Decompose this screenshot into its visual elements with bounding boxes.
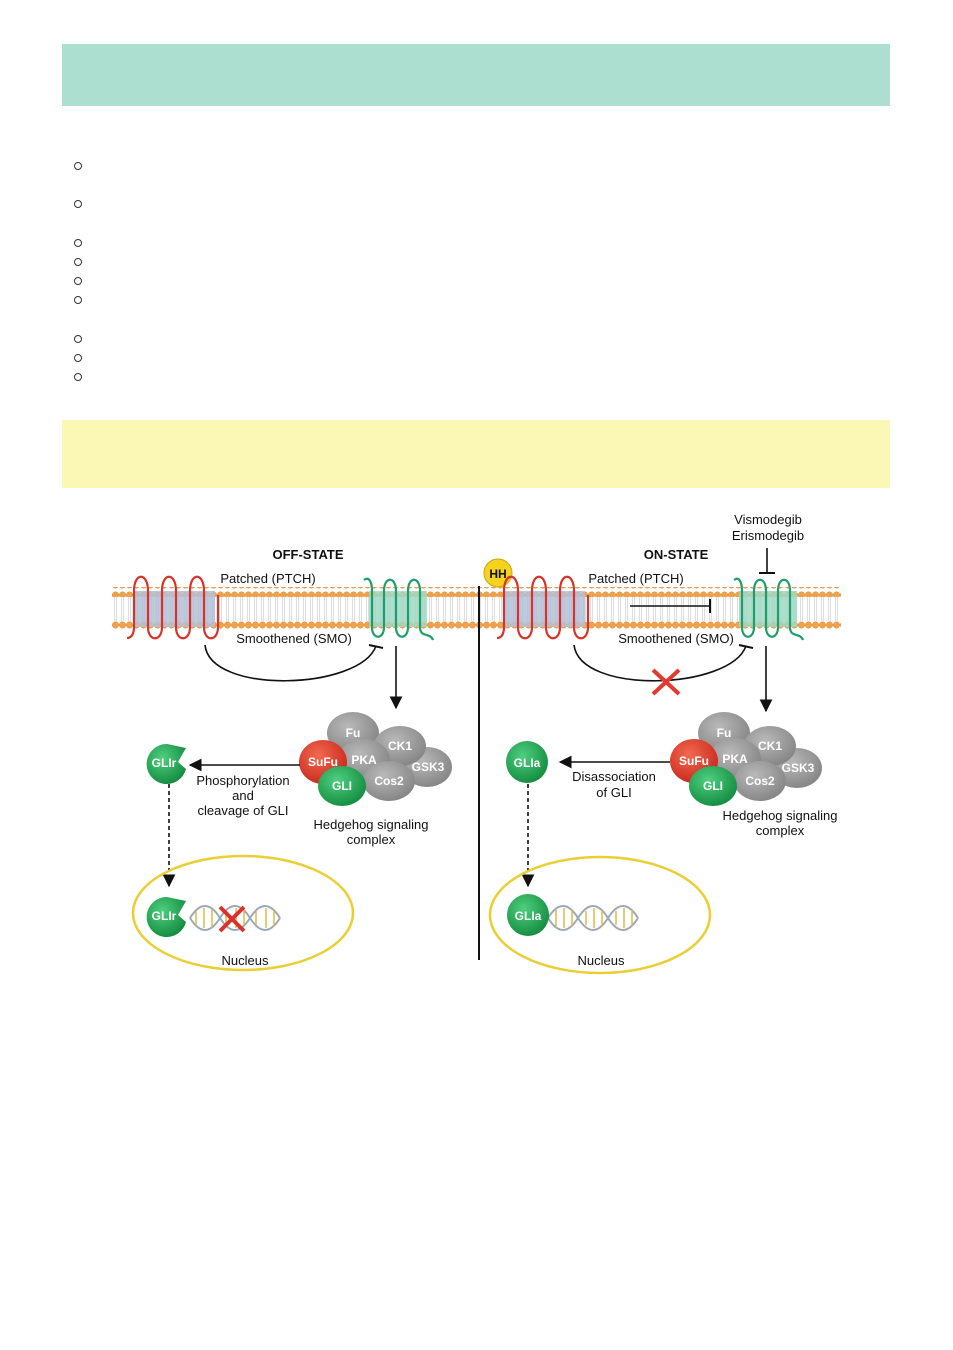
cos2-text-right: Cos2	[745, 774, 775, 788]
bullet-marker	[74, 354, 82, 362]
smo-receptor-left	[363, 577, 435, 641]
fu-text-right: Fu	[717, 726, 732, 740]
bullet-marker	[74, 335, 82, 343]
bullet-marker	[74, 200, 82, 208]
nucleus-label-left: Nucleus	[222, 953, 269, 968]
glia-text: GLIa	[514, 756, 541, 770]
hh-complex-left: Fu CK1 PKA GSK3 Cos2 SuFu GLI	[299, 712, 452, 806]
bullet-marker	[74, 239, 82, 247]
gsk3-text-left: GSK3	[412, 760, 445, 774]
off-state-title: OFF-STATE	[272, 547, 343, 562]
sufu-text-right: SuFu	[679, 754, 709, 768]
drug-vismodegib: Vismodegib	[734, 512, 802, 527]
pka-text-left: PKA	[351, 753, 377, 767]
bullet-marker	[74, 373, 82, 381]
cos2-text-left: Cos2	[374, 774, 404, 788]
glir-protein-nucleus	[146, 896, 186, 937]
inhibition-arc-left	[204, 644, 377, 682]
cleavage-label-1: Phosphorylation	[196, 773, 289, 788]
cell-membrane	[112, 587, 841, 631]
nucleus-label-right: Nucleus	[578, 953, 625, 968]
blocked-transcription-x-icon	[218, 905, 246, 933]
hh-text: HH	[489, 567, 506, 581]
bullet-marker	[74, 162, 82, 170]
cleavage-label-3: cleavage of GLI	[197, 803, 288, 818]
nucleus-right	[488, 855, 712, 975]
glir-nucleus-text: GLIr	[152, 909, 177, 923]
on-state-title: ON-STATE	[644, 547, 709, 562]
nucleus-left	[131, 854, 355, 972]
gli-text-left: GLI	[332, 779, 352, 793]
fu-text-left: Fu	[346, 726, 361, 740]
disassociation-label-1: Disassociation	[572, 769, 656, 784]
bullet-marker	[74, 296, 82, 304]
disassociation-label-2: of GLI	[596, 785, 631, 800]
glia-nucleus-text: GLIa	[515, 909, 542, 923]
hh-complex-right: Fu CK1 PKA GSK3 Cos2 SuFu GLI	[670, 712, 822, 806]
hh-ligand	[483, 558, 513, 588]
complex-label-left-1: Hedgehog signaling	[314, 817, 429, 832]
ck1-text-left: CK1	[388, 739, 412, 753]
glir-protein-cytoplasm	[146, 743, 186, 784]
pka-text-right: PKA	[722, 752, 748, 766]
complex-gli-left	[318, 766, 366, 806]
glia-protein-cytoplasm	[506, 741, 548, 783]
yellow-banner	[62, 420, 890, 488]
inhibition-bar-right	[738, 644, 754, 649]
complex-label-left-2: complex	[347, 832, 396, 847]
drug-erismodegib: Erismodegib	[732, 528, 804, 543]
bullet-list	[74, 156, 894, 396]
dna-left	[189, 905, 281, 931]
cleavage-label-2: and	[232, 788, 254, 803]
inhibition-arc-right	[573, 644, 747, 682]
ptch-label-left: Patched (PTCH)	[220, 571, 315, 586]
smo-label-right: Smoothened (SMO)	[618, 631, 734, 646]
complex-gli-right	[689, 766, 737, 806]
smo-label-left: Smoothened (SMO)	[236, 631, 352, 646]
ck1-text-right: CK1	[758, 739, 782, 753]
smo-receptor-right	[733, 577, 805, 641]
gli-text-right: GLI	[703, 779, 723, 793]
ptch-receptor-right	[496, 575, 590, 640]
dna-right	[547, 905, 639, 931]
inhibition-bar-left	[368, 644, 384, 649]
complex-cos2-left	[363, 761, 415, 801]
ptch-receptor-left	[126, 575, 220, 640]
top-banner	[62, 44, 890, 106]
complex-label-right-2: complex	[756, 823, 805, 838]
gsk3-text-right: GSK3	[782, 761, 815, 775]
ptch-label-right: Patched (PTCH)	[588, 571, 683, 586]
sufu-text-left: SuFu	[308, 755, 338, 769]
bullet-marker	[74, 258, 82, 266]
glia-protein-nucleus	[507, 894, 549, 936]
complex-cos2-right	[734, 761, 786, 801]
blocked-inhibition-x-icon	[651, 668, 681, 696]
glir-text: GLIr	[152, 756, 177, 770]
bullet-marker	[74, 277, 82, 285]
complex-label-right-1: Hedgehog signaling	[723, 808, 838, 823]
